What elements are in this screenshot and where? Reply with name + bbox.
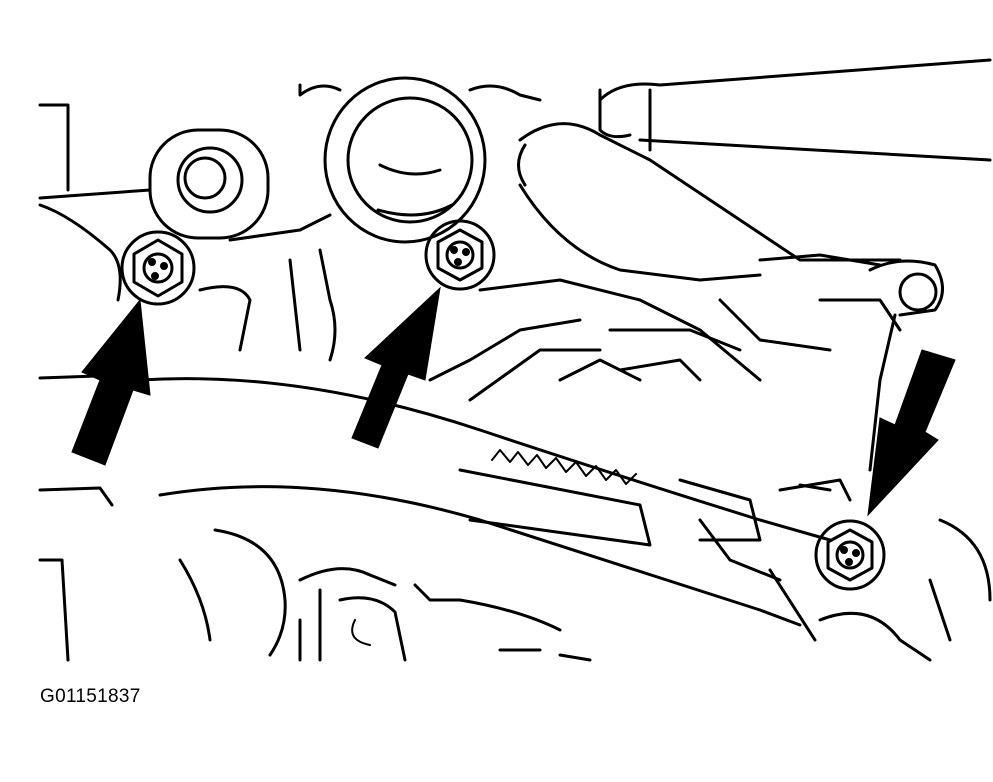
right-bolt	[814, 519, 886, 591]
arrow-center-bolt	[351, 286, 441, 449]
left-bolt	[120, 230, 196, 306]
figure-id-label: G01151837	[40, 686, 141, 707]
arrow-right-bolt	[867, 349, 956, 517]
arrow-left-bolt	[71, 298, 151, 466]
center-bolt	[424, 219, 496, 291]
engine-outline	[38, 58, 992, 662]
